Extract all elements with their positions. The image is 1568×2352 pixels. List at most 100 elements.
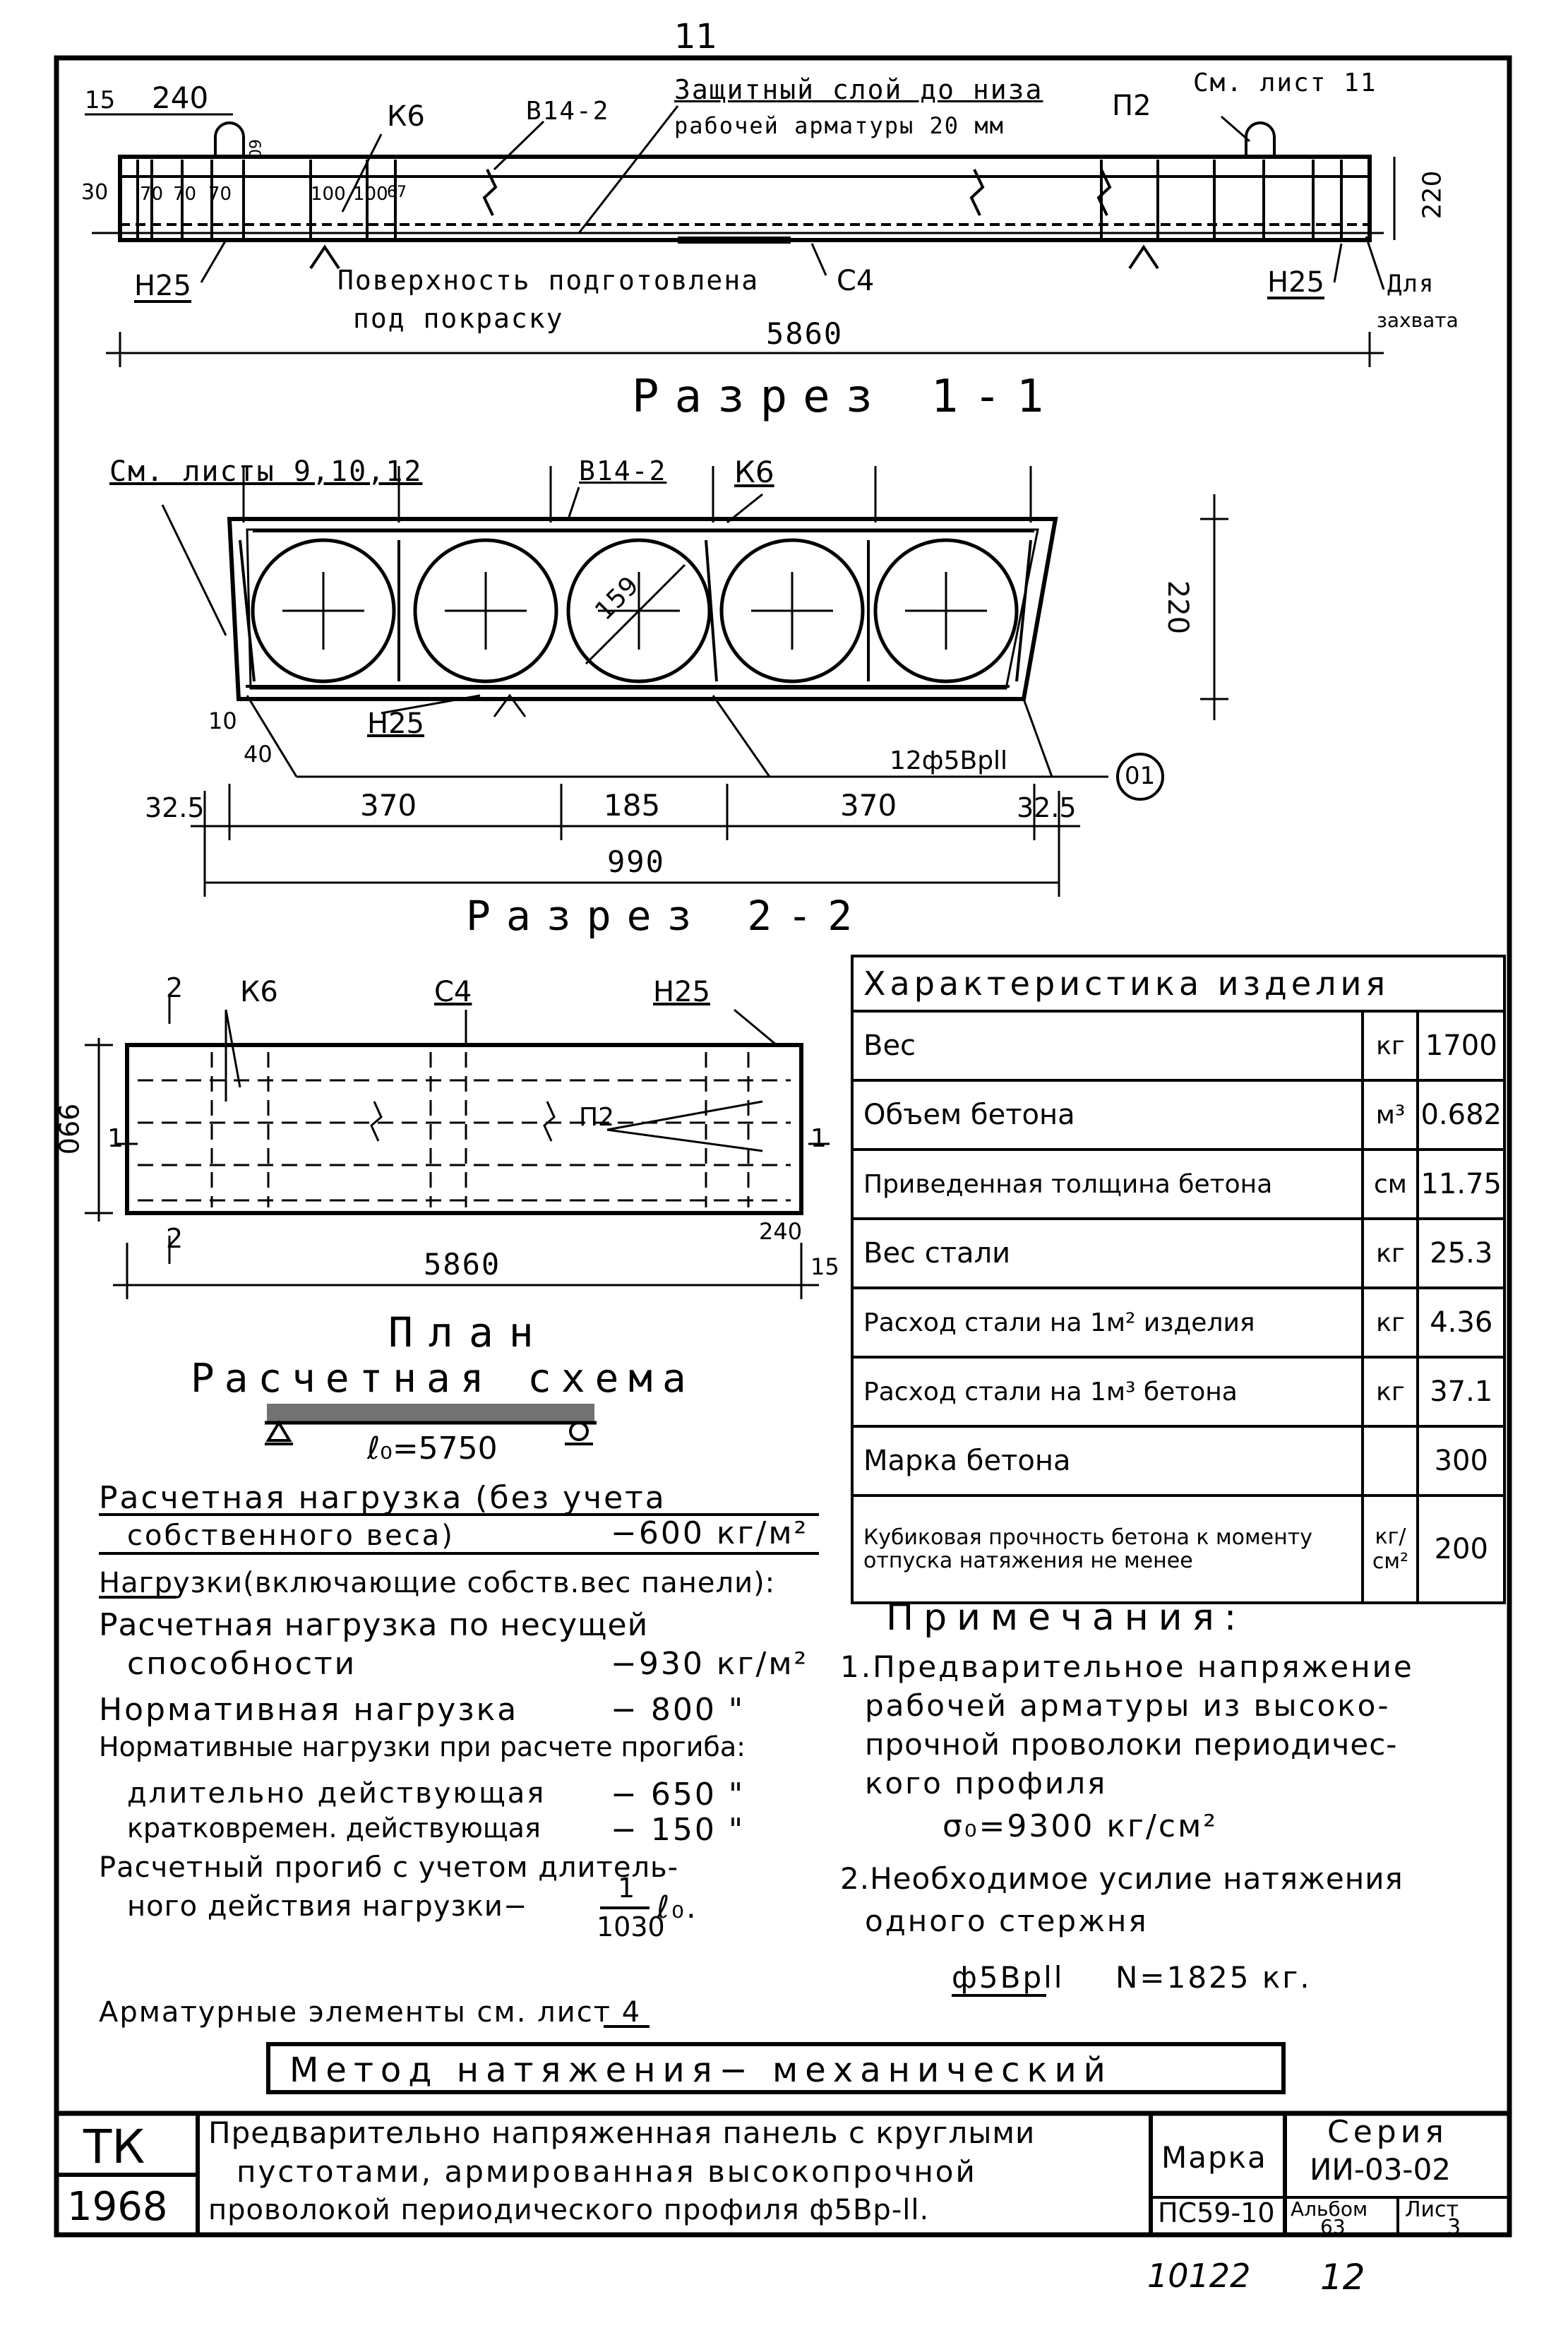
row-value: 11.75 [1416,1148,1506,1220]
footer-10122: 10122 [1147,2257,1251,2295]
note1-formula: σ₀=9300 кг/см² [942,1808,1218,1844]
dim-15: 15 [85,86,116,114]
note1-line2: рабочей арматуры из высоко- [865,1688,1391,1723]
sheet-label: Лист [1405,2197,1459,2222]
calc-scheme-span: ℓ₀=5750 [367,1431,498,1467]
deflection-header: Нормативные нагрузки при расчете прогиба… [99,1731,746,1762]
row-name: Кубиковая прочность бетона к моменту отп… [850,1494,1365,1604]
table-row: Расход стали на 1м³ бетона кг 37.1 [850,1356,1506,1428]
label-v14: В14-2 [526,97,610,126]
table-row: Марка бетона 300 [850,1425,1506,1497]
see-sheets-9-10-12: См. листы 9,10,12 [109,455,423,488]
width-990: 990 [607,844,665,879]
plan-width-990: 990 [52,1103,84,1155]
short-term-label: кратковремен. действующая [127,1813,541,1844]
dim-70c: 70 [208,184,232,205]
marker-01: 01 [1125,762,1156,790]
row-name: Вес [850,1010,1365,1082]
surface-line1: Поверхность подготовлена [337,265,760,296]
plan-length-5860: 5860 [424,1247,501,1282]
description-line1: Предварительно напряженная панель с круг… [208,2115,1036,2150]
sheet-number-top: 11 [674,17,718,56]
dim-100b: 100 [353,184,388,205]
row-name: Вес стали [850,1217,1365,1289]
plan-mark-2-top: 2 [166,972,184,1003]
row-value: 200 [1416,1494,1506,1604]
dim-240: 240 [152,80,209,115]
height-220: 220 [1161,580,1195,635]
rebar-elements-ref: Арматурные элементы см. лист 4 [99,1996,642,2029]
design-load-value: −600 кг/м² [611,1515,809,1551]
table-row: Объем бетона м³ 0.682 [850,1079,1506,1151]
note2-rebar: ф5Врll [952,1960,1065,1995]
calc-scheme-title: Расчетная схема [191,1356,696,1402]
dim-30: 30 [81,180,109,205]
dim-32-5-right: 32.5 [1017,792,1077,823]
plan-dim-15: 15 [810,1253,839,1280]
dim-185: 185 [604,788,661,823]
method-box [266,2042,1286,2094]
note1-line3: прочной проволоки периодичес- [865,1727,1398,1762]
protective-layer-line1: Защитный слой до низа [674,74,1043,105]
bearing-line2: способности [127,1646,357,1682]
deflection-denominator: 1030 [597,1911,665,1942]
characteristics-title: Характеристика изделия [851,955,1506,1013]
label-p2: П2 [1112,90,1151,122]
description-line3: проволокой периодического профиля ф5Вр-l… [208,2194,930,2226]
label-k6-section: К6 [734,455,774,489]
long-term-value: − 650 " [611,1777,746,1813]
row-unit: кг [1361,1010,1420,1082]
row-value: 37.1 [1416,1356,1506,1428]
row-unit: м³ [1361,1079,1420,1151]
plan-mark-2-bottom: 2 [166,1223,184,1254]
table-row: Кубиковая прочность бетона к моменту отп… [850,1494,1506,1604]
note2-force: N=1825 кг. [1115,1960,1312,1995]
label-n25-section: Н25 [367,708,424,740]
marka-label: Марка [1161,2140,1267,2175]
label-c4: С4 [837,265,875,297]
for-grip-line2: захвата [1377,309,1459,332]
row-unit [1361,1425,1420,1497]
dim-100a: 100 [311,184,346,205]
dim-220-side: 220 [1418,170,1447,220]
notes-title: Примечания: [886,1596,1247,1639]
label-n25-right: Н25 [1267,266,1324,299]
sheet-value: 3 [1447,2215,1461,2240]
row-unit: кг [1361,1356,1420,1428]
design-load-line1: Расчетная нагрузка (без учета [99,1480,666,1516]
row-value: 300 [1416,1425,1506,1497]
year-1968: 1968 [67,2184,168,2230]
rebar-12f5: 12ф5Врll [890,746,1008,775]
row-value: 25.3 [1416,1217,1506,1289]
series-value: ИИ-03-02 [1310,2152,1452,2187]
row-value: 1700 [1416,1010,1506,1082]
design-load-line2: собственного веса) [127,1520,455,1552]
note2-line2: одного стержня [865,1904,1149,1938]
album-label: Альбом [1291,2197,1368,2221]
note1-line1: 1.Предварительное напряжение [840,1649,1414,1684]
plan-mark-1-right: 1 [810,1124,827,1153]
fraction-bar [600,1906,650,1909]
row-name: Расход стали на 1м³ бетона [850,1356,1365,1428]
protective-layer-line2: рабочей арматуры 20 мм [674,112,1005,139]
footer-12: 12 [1320,2257,1365,2298]
deflection-line1: Расчетный прогиб с учетом длитель- [99,1851,679,1884]
deflection-tail: ℓ₀. [657,1890,698,1926]
loads-header: Нагрузки(включающие собств.вес панели): [99,1567,776,1599]
length-5860: 5860 [766,316,844,351]
row-value: 0.682 [1416,1079,1506,1151]
row-unit: кг [1361,1287,1420,1359]
row-unit: кг/см² [1361,1494,1420,1604]
plan-drawing [85,996,830,1299]
marker-01-circle [1116,753,1164,801]
dim-32-5-left: 32.5 [145,792,205,823]
dim-70a: 70 [140,184,164,205]
marka-value: ПС59-10 [1158,2197,1275,2228]
dim-67: 67 [387,184,407,201]
plan-mark-1-left: 1 [107,1124,124,1153]
section-1-1-drawing [85,105,1396,367]
row-unit: см [1361,1148,1420,1220]
title-section-1-1: Разрез 1-1 [632,371,1060,423]
table-row: Приведенная толщина бетона см 11.75 [850,1148,1506,1220]
